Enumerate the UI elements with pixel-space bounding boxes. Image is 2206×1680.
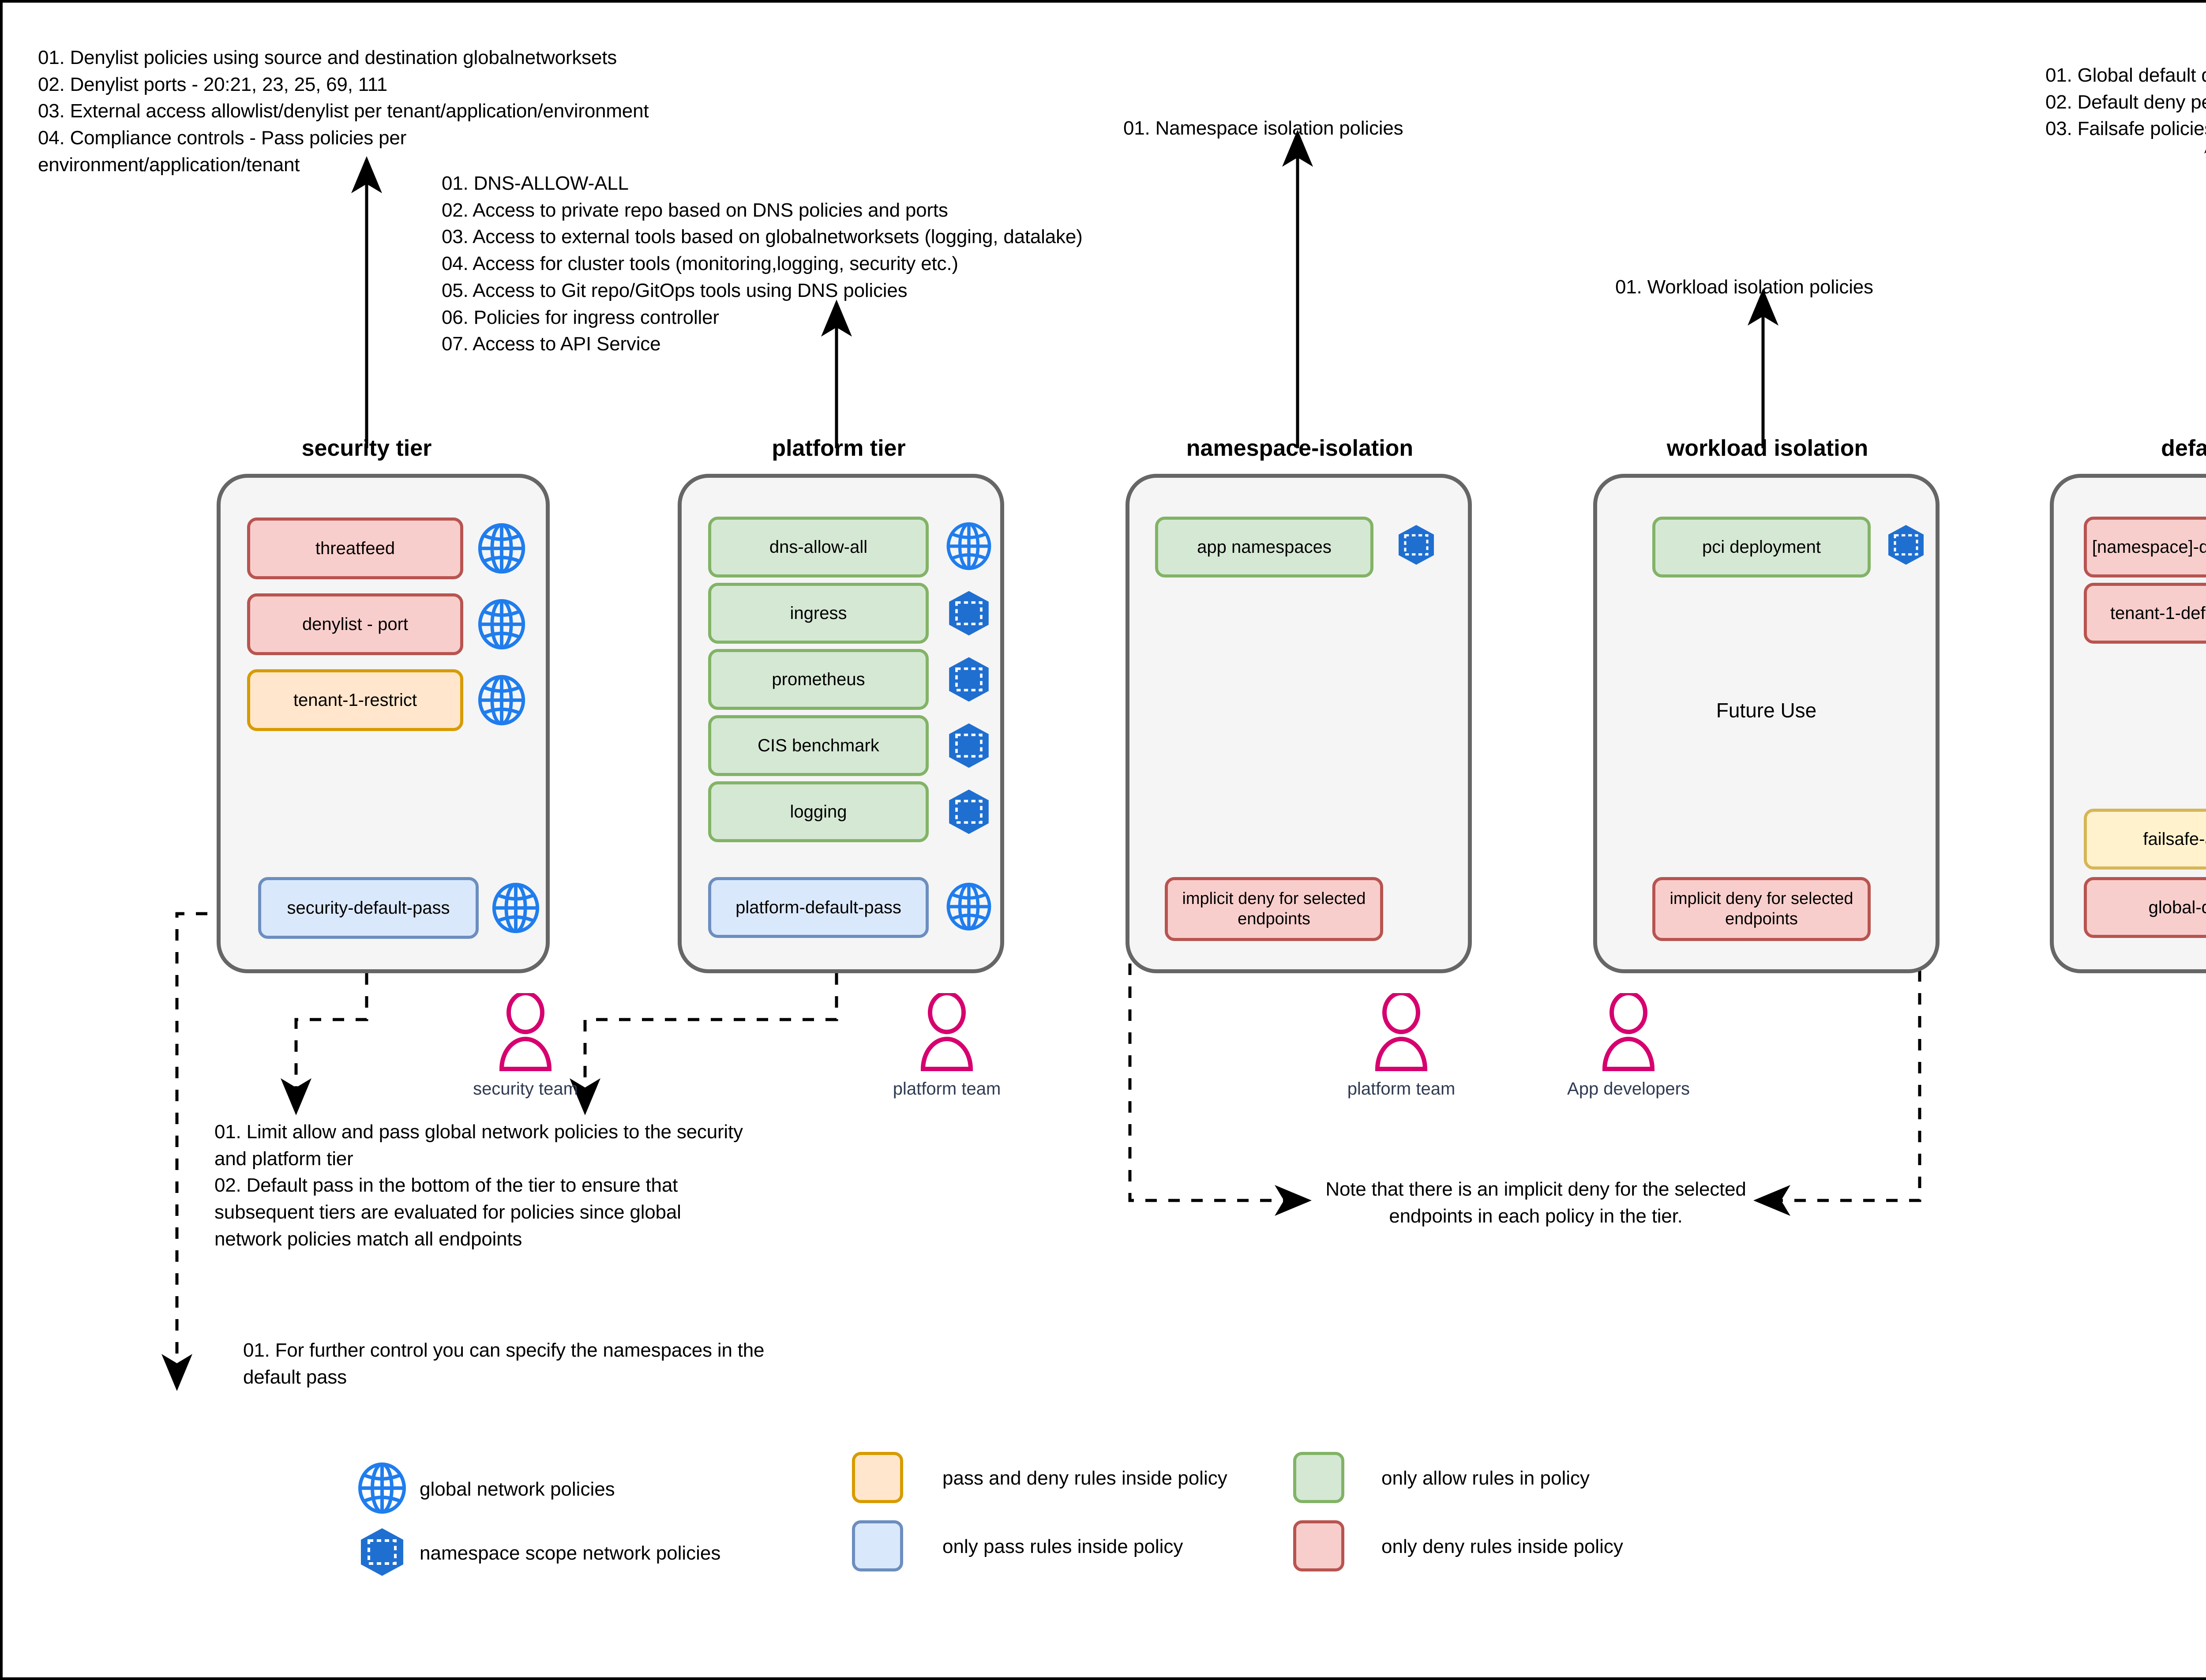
legend-swatch-allow	[1293, 1452, 1344, 1503]
tier-title-workload-isolation: workload isolation	[1666, 435, 1868, 461]
policy-pill-logging[interactable]: logging	[708, 781, 929, 842]
legend-label-global-network-policies: global network policies	[420, 1478, 615, 1500]
namespace-scope-policy-icon	[944, 786, 994, 840]
legend-namespace-scope-policy-icon	[356, 1525, 409, 1582]
policy-pill-platform-default-pass[interactable]: platform-default-pass	[708, 877, 929, 938]
legend-global-network-policy-icon	[356, 1461, 409, 1518]
policy-pill-implicit-deny-workload[interactable]: implicit deny for selected endpoints	[1652, 877, 1871, 941]
legend-label-only-pass: only pass rules inside policy	[942, 1536, 1183, 1557]
legend-swatch-mixed	[852, 1452, 903, 1503]
policy-pill-failsafe-allow[interactable]: failsafe-allow	[2084, 809, 2206, 870]
tier-title-security: security tier	[301, 435, 432, 461]
security-platform-tier-note: 01. Limit allow and pass global network …	[214, 1121, 743, 1250]
tier-container-security: threatfeed denylist - port tenant-1-rest…	[217, 474, 550, 973]
team-label-app-developers: App developers	[1567, 1079, 1690, 1099]
default-pass-note: 01. For further control you can specify …	[243, 1339, 765, 1388]
global-network-policy-icon	[490, 881, 542, 938]
policy-pill-global-deny[interactable]: global-deny	[2084, 877, 2206, 938]
default-tier-annotation: 01. Global default deny 02. Default deny…	[2045, 64, 2206, 140]
person-icon	[1370, 991, 1432, 1079]
global-network-policy-icon	[476, 673, 528, 730]
team-label-security-1: security team	[473, 1079, 578, 1099]
policy-pill-namespace-default-deny[interactable]: [namespace]-default-deny	[2084, 517, 2206, 578]
policy-pill-tenant-1-default-deny[interactable]: tenant-1-default-deny	[2084, 583, 2206, 644]
global-network-policy-icon	[476, 597, 528, 654]
namespace-scope-policy-icon	[944, 653, 994, 708]
global-network-policy-icon	[476, 521, 528, 578]
namespace-scope-policy-icon	[944, 587, 994, 641]
policy-pill-app-namespaces[interactable]: app namespaces	[1155, 517, 1373, 578]
legend-label-only-deny: only deny rules inside policy	[1381, 1536, 1623, 1557]
security-tier-annotation: 01. Denylist policies using source and d…	[38, 47, 649, 176]
namespace-scope-policy-icon	[944, 720, 994, 774]
legend-label-only-allow: only allow rules in policy	[1381, 1467, 1590, 1489]
namespace-scope-policy-icon	[1884, 522, 1928, 570]
legend-label-namespace-scope-policies: namespace scope network policies	[420, 1542, 721, 1564]
tier-container-workload-isolation: pci deployment Future Use implicit deny …	[1593, 474, 1940, 973]
namespace-isolation-annotation: 01. Namespace isolation policies	[1123, 117, 1403, 139]
global-network-policy-icon	[944, 520, 994, 574]
tier-container-platform: dns-allow-all ingress prometheus CIS ben…	[678, 474, 1004, 973]
team-label-platform-2: platform team	[1347, 1079, 1456, 1099]
policy-pill-security-default-pass[interactable]: security-default-pass	[258, 877, 479, 939]
policy-pill-prometheus[interactable]: prometheus	[708, 649, 929, 710]
policy-pill-denylist-port[interactable]: denylist - port	[247, 593, 463, 655]
tier-container-default: [namespace]-default-deny tenant-1-defaul…	[2050, 474, 2206, 973]
platform-tier-annotation: 01. DNS-ALLOW-ALL 02. Access to private …	[442, 172, 1083, 355]
policy-pill-implicit-deny-namespace[interactable]: implicit deny for selected endpoints	[1165, 877, 1383, 941]
policy-pill-cis-benchmark[interactable]: CIS benchmark	[708, 715, 929, 776]
workload-isolation-annotation: 01. Workload isolation policies	[1615, 276, 1873, 298]
policy-pill-ingress[interactable]: ingress	[708, 583, 929, 644]
tier-title-namespace-isolation: namespace-isolation	[1186, 435, 1414, 461]
legend-swatch-deny	[1293, 1520, 1344, 1571]
person-icon	[495, 991, 556, 1079]
legend-swatch-pass	[852, 1520, 903, 1571]
tier-container-namespace-isolation: app namespaces implicit deny for selecte…	[1126, 474, 1472, 973]
person-icon	[1598, 991, 1659, 1079]
global-network-policy-icon	[944, 881, 994, 935]
policy-pill-tenant-1-restrict[interactable]: tenant-1-restrict	[247, 669, 463, 731]
person-icon	[916, 991, 978, 1079]
implicit-deny-note: Note that there is an implicit deny for …	[1325, 1178, 1746, 1227]
team-label-platform-1: platform team	[893, 1079, 1001, 1099]
legend-label-pass-and-deny: pass and deny rules inside policy	[942, 1467, 1227, 1489]
future-use-label: Future Use	[1716, 699, 1817, 722]
tier-title-default: default tier	[2161, 435, 2206, 461]
policy-pill-pci-deployment[interactable]: pci deployment	[1652, 517, 1871, 578]
tier-title-platform: platform tier	[772, 435, 906, 461]
namespace-scope-policy-icon	[1394, 522, 1438, 570]
policy-pill-threatfeed[interactable]: threatfeed	[247, 518, 463, 579]
policy-pill-dns-allow-all[interactable]: dns-allow-all	[708, 517, 929, 578]
